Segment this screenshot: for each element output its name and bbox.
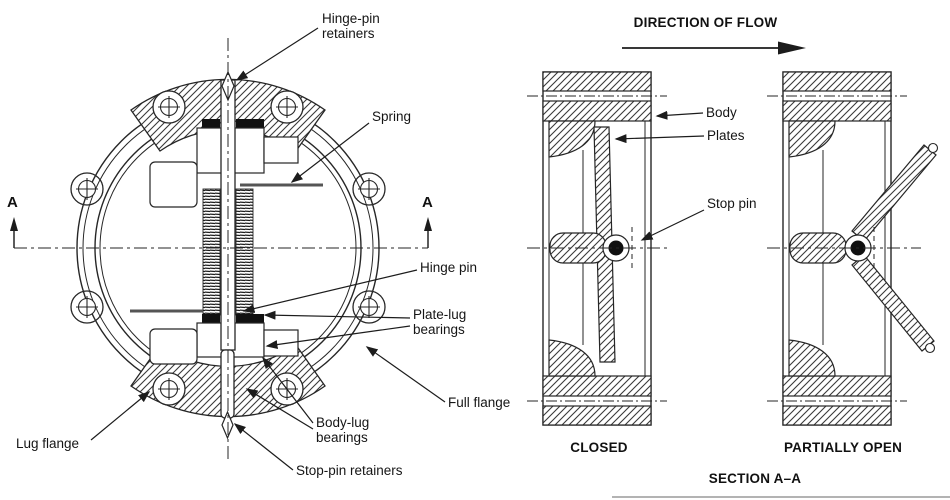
seat-bottom (548, 339, 596, 377)
seat-top (788, 120, 836, 158)
label-hinge-pin: Hinge pin (420, 260, 478, 275)
label-plates: Plates (707, 128, 745, 143)
front-view-leaders (90, 27, 446, 471)
plate-open-upper (851, 142, 939, 242)
plate-lug-bearing-bar-bl (202, 314, 220, 323)
upper-plate-lug-step (263, 136, 299, 164)
section-marker-a-right: A (422, 194, 433, 211)
section-leaders (614, 110, 705, 241)
caption-partially-open: PARTIALLY OPEN (783, 440, 903, 455)
section-arrow-right (424, 217, 432, 248)
leader-hinge-pin-retainers (235, 27, 319, 81)
flow-arrow-icon (622, 41, 806, 55)
closed-section (527, 71, 671, 426)
leader-body-lug-2 (245, 388, 314, 430)
leader-plates (614, 134, 705, 144)
seat-top (548, 120, 596, 158)
open-section (767, 71, 939, 426)
leader-stop-pin-retainers (233, 423, 294, 471)
label-full-flange: Full flange (448, 395, 511, 410)
plate-lug-bearing-bar-br (236, 314, 264, 323)
leader-hinge-pin (242, 269, 418, 313)
label-stop-pin: Stop pin (707, 196, 757, 211)
label-spring: Spring (372, 109, 412, 124)
leader-lug-flange (90, 391, 151, 441)
label-plate-lug-bearings: Plate-lug bearings (413, 307, 467, 338)
leader-spring (290, 122, 370, 183)
spring-coil-left (202, 188, 221, 316)
bolt-holes (76, 96, 380, 400)
hinge-assembly (130, 70, 323, 440)
caption-section-a-a: SECTION A–A (708, 471, 802, 486)
caption-closed: CLOSED (570, 440, 628, 455)
leader-plate-lug-1 (263, 310, 411, 320)
lower-left-lug-block (149, 328, 198, 365)
lower-plate-lug-step (263, 329, 299, 357)
label-body-lug-bearings: Body-lug bearings (316, 415, 370, 446)
plate-lug-bearing-bar-tr (236, 119, 264, 128)
leader-body (655, 110, 704, 120)
flange-bands (542, 71, 652, 426)
front-view (10, 27, 446, 471)
seat-bottom (788, 339, 836, 377)
leader-full-flange (365, 346, 446, 403)
label-lug-flange: Lug flange (16, 436, 80, 451)
section-marker-a-left: A (7, 194, 18, 211)
plate-lug-bearing-bar-tl (202, 119, 220, 128)
leader-body-lug-1 (262, 356, 314, 424)
label-stop-pin-retainers: Stop-pin retainers (296, 463, 403, 478)
flange-bands (782, 71, 892, 426)
caption-direction-of-flow: DIRECTION OF FLOW (633, 15, 778, 30)
upper-left-lug-block (149, 161, 198, 208)
section-arrow-left (10, 217, 18, 248)
spring-coil-right (235, 188, 254, 316)
leader-stop-pin (640, 209, 705, 241)
label-body: Body (706, 105, 737, 120)
label-hinge-pin-retainers: Hinge-pin retainers (322, 11, 380, 42)
leader-plate-lug-2 (265, 325, 411, 350)
